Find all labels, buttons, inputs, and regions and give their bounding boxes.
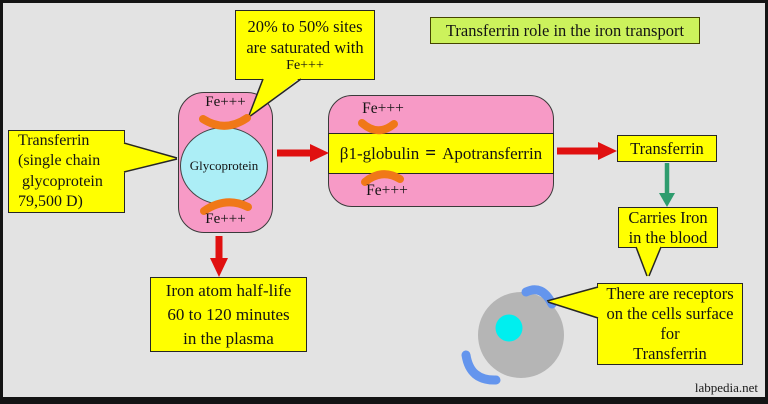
target-cell [478,292,564,378]
carries-iron-line: Carries Iron [628,208,708,227]
saturation-callout: 20% to 50% sites are saturated with Fe++… [235,10,375,80]
fe-label-cell-bottom: Fe+++ [205,211,246,227]
receptors-line: Transferrin [633,343,707,363]
glycoprotein-core: Glycoprotein [180,127,268,205]
globulin-band-equals: = [425,142,437,164]
arrow-head [659,193,675,207]
transferrin-info-callout: Transferrin (single chain glycoprotein 7… [8,130,125,213]
tail-edge [123,142,178,159]
transferrin-result-label: Transferrin [630,139,704,158]
receptor-icon [461,350,501,385]
receptors-pointer [546,286,599,319]
tail-edge [546,286,599,302]
transferrin-info-line: (single chain [18,152,101,169]
half-life-line: in the plasma [183,328,274,348]
tail-fill [123,142,177,173]
saturation-line: are saturated with [246,38,364,57]
tail-fill [635,246,662,277]
tail-fill [547,286,599,319]
saturation-line: Fe+++ [286,58,324,73]
half-life-callout: Iron atom half-life 60 to 120 minutes in… [150,277,307,352]
diagram-title: Transferrin role in the iron transport [445,21,685,40]
tail-edge [123,158,178,173]
tail-edge [635,246,648,277]
arrow-head [210,258,228,277]
carries-iron-tail [635,246,662,277]
transferrin-info-line: Transferrin [18,131,90,149]
fe-label-complex-top: Fe+++ [362,100,404,117]
receptors-line: for [660,324,680,343]
half-life-line: 60 to 120 minutes [167,304,290,324]
arrow-cell-to-complex [277,144,329,162]
arrow-head [310,144,329,162]
arrow-transferrin-to-carries [659,163,675,207]
receptors-line: There are receptors [606,284,734,304]
globulin-band: β1-globulin = Apotransferrin [328,133,554,174]
globulin-band-right: Apotransferrin [442,143,543,163]
diagram-title-box: Transferrin role in the iron transport [430,17,700,44]
transferrin-info-line: glycoprotein [22,172,103,190]
saturation-line: 20% to 50% sites [247,17,363,36]
arrow-complex-to-transferrin [557,142,617,160]
carries-iron-callout: Carries Iron in the blood [618,207,718,248]
arrow-cell-to-half-life [210,236,228,277]
arrow-head [598,142,617,160]
transferrin-info-line: 79,500 D) [18,193,83,210]
receptor-icon [521,285,557,309]
receptors-callout: There are receptors on the cells surface… [597,283,743,365]
fe-label-cell-top: Fe+++ [205,94,246,110]
globulin-band-left: β1-globulin [339,143,420,163]
tail-edge [648,246,662,277]
carries-iron-line: in the blood [628,227,708,247]
transferrin-info-pointer [123,142,178,173]
half-life-line: Iron atom half-life [165,280,292,300]
watermark: labpedia.net [694,380,758,395]
cell-nucleus [495,314,523,342]
tail-edge [547,301,599,319]
transferrin-result-box: Transferrin [617,135,717,162]
receptors-line: on the cells surface [606,304,734,324]
fe-label-complex-bottom: Fe+++ [366,182,408,199]
glycoprotein-label: Glycoprotein [189,158,259,173]
